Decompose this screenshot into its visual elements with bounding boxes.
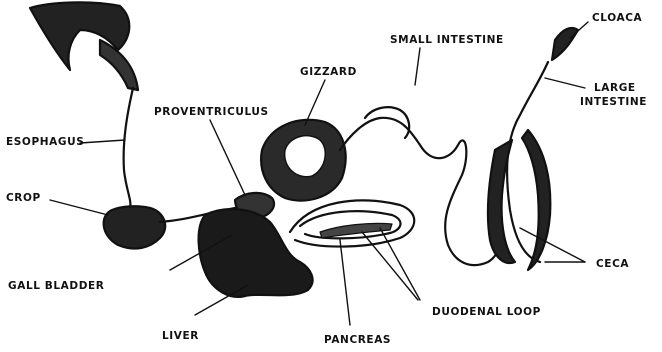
label-ceca: CECA bbox=[596, 258, 629, 270]
ceca-right bbox=[522, 130, 550, 270]
label-esophagus: ESOPHAGUS bbox=[6, 136, 84, 148]
gizzard-inner bbox=[285, 136, 326, 177]
label-liver: LIVER bbox=[162, 330, 199, 342]
leader-small-intestine bbox=[415, 48, 420, 85]
label-crop: CROP bbox=[6, 192, 41, 204]
label-large-intestine-line2: INTESTINE bbox=[580, 96, 647, 108]
label-large-intestine-line1: LARGE bbox=[594, 82, 636, 94]
leader-esophagus bbox=[80, 140, 125, 143]
leader-gizzard bbox=[305, 80, 325, 125]
ceca-left bbox=[488, 140, 515, 263]
esophagus-tube bbox=[124, 88, 133, 208]
small-intestine-curve bbox=[365, 107, 409, 138]
duodenal-loop bbox=[290, 200, 414, 246]
leader-duodenal-2 bbox=[362, 232, 418, 300]
small-intestine-tube bbox=[340, 118, 500, 265]
label-duodenal-loop: DUODENAL LOOP bbox=[432, 306, 541, 318]
label-cloaca: CLOACA bbox=[592, 12, 642, 24]
leader-pancreas bbox=[340, 240, 350, 325]
leader-large-intestine bbox=[545, 78, 585, 88]
label-proventriculus: PROVENTRICULUS bbox=[154, 106, 269, 118]
cloaca-shape bbox=[552, 28, 578, 60]
label-small-intestine: SMALL INTESTINE bbox=[390, 34, 504, 46]
crop-shape bbox=[104, 206, 166, 248]
label-gizzard: GIZZARD bbox=[300, 66, 357, 78]
liver-shape bbox=[199, 209, 313, 297]
leader-crop bbox=[50, 200, 108, 215]
leader-proventriculus bbox=[210, 120, 245, 195]
label-pancreas: PANCREAS bbox=[324, 334, 391, 346]
label-gall-bladder: GALL BLADDER bbox=[8, 280, 105, 292]
